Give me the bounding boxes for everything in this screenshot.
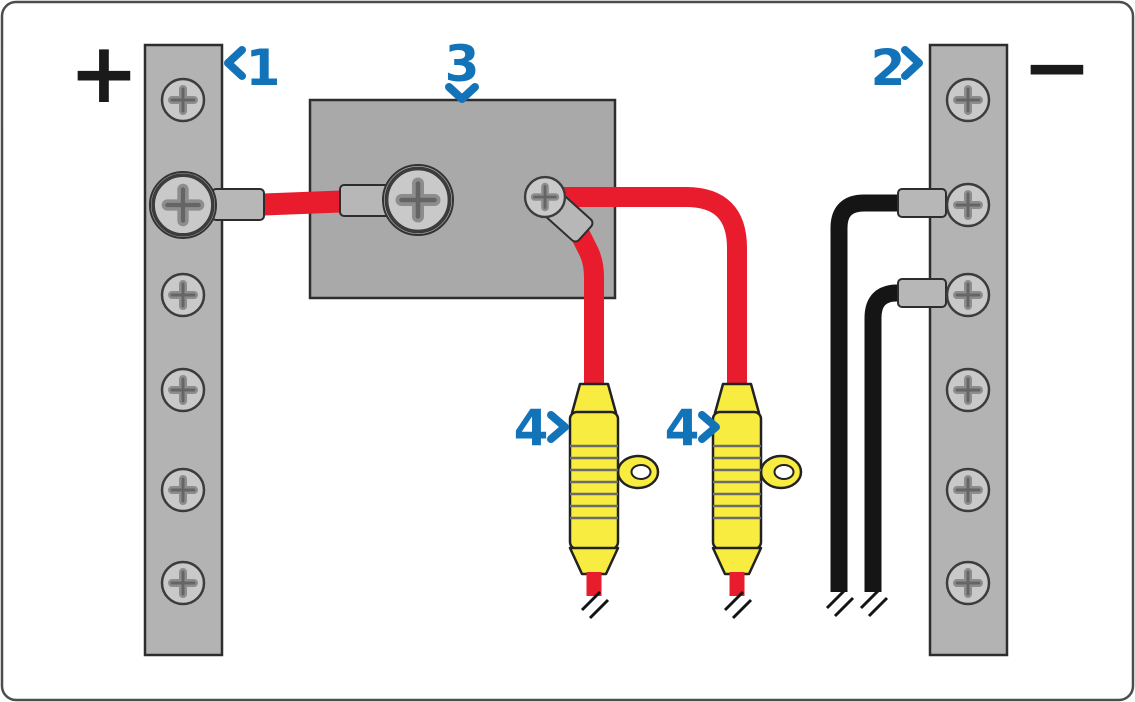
terminal-screw xyxy=(162,79,204,121)
crimp-connector xyxy=(211,188,265,221)
terminal-screw xyxy=(947,184,989,226)
fuse-body xyxy=(568,410,620,551)
terminal-screw xyxy=(162,369,204,411)
wire-break-mark xyxy=(580,590,610,620)
positive-feed-wire xyxy=(249,190,355,216)
terminal-screw xyxy=(162,469,204,511)
negative-bus-bar xyxy=(928,43,1009,657)
negative-symbol: − xyxy=(1022,18,1092,116)
terminal-screw xyxy=(162,562,204,604)
wire-break-mark xyxy=(723,590,753,620)
terminal-screw xyxy=(387,169,450,232)
callout-1: 1 xyxy=(224,39,281,97)
wire-break-mark xyxy=(825,588,855,618)
inline-fuse-left xyxy=(568,382,660,620)
terminal-screw xyxy=(947,274,989,316)
callout-4-left: 4 xyxy=(514,399,569,457)
chevron-right-icon xyxy=(698,411,720,443)
negative-wire-outer xyxy=(830,194,906,592)
wire-break-mark xyxy=(859,588,889,618)
fuse-feed-wire-right xyxy=(556,187,747,392)
fuse-top-cap xyxy=(570,382,618,415)
crimp-connector xyxy=(897,188,947,218)
fuse-pull-ring-hole xyxy=(773,464,795,480)
callout-2-label: 2 xyxy=(871,39,906,97)
terminal-screw xyxy=(947,469,989,511)
chevron-right-icon xyxy=(901,46,923,80)
terminal-screw xyxy=(525,177,565,217)
callout-1-label: 1 xyxy=(246,39,281,97)
fuse-feed-wire-left xyxy=(565,217,604,392)
fuse-bottom-cap xyxy=(711,546,763,576)
chevron-left-icon xyxy=(224,46,246,80)
terminal-screw xyxy=(947,562,989,604)
inline-fuse-right xyxy=(711,382,803,620)
positive-bus-bar xyxy=(143,43,224,657)
crimp-connector xyxy=(897,278,947,308)
fuse-bottom-cap xyxy=(568,546,620,576)
terminal-screw xyxy=(153,175,213,235)
negative-wire-inner xyxy=(864,284,906,592)
callout-2: 2 xyxy=(871,39,923,97)
callout-4-right: 4 xyxy=(665,399,720,457)
fuse-ribs xyxy=(713,444,761,520)
fuse-top-cap xyxy=(713,382,761,415)
callout-4-right-label: 4 xyxy=(665,399,700,457)
chevron-right-icon xyxy=(547,411,569,443)
terminal-screw xyxy=(947,79,989,121)
fuse-ribs xyxy=(570,444,618,520)
terminal-screw xyxy=(947,369,989,411)
terminal-screw xyxy=(162,274,204,316)
positive-symbol: + xyxy=(69,24,139,122)
callout-4-left-label: 4 xyxy=(514,399,549,457)
fuse-body xyxy=(711,410,763,551)
fuse-pull-ring-hole xyxy=(630,464,652,480)
chevron-down-icon xyxy=(445,83,479,103)
callout-3: 3 xyxy=(445,35,479,103)
